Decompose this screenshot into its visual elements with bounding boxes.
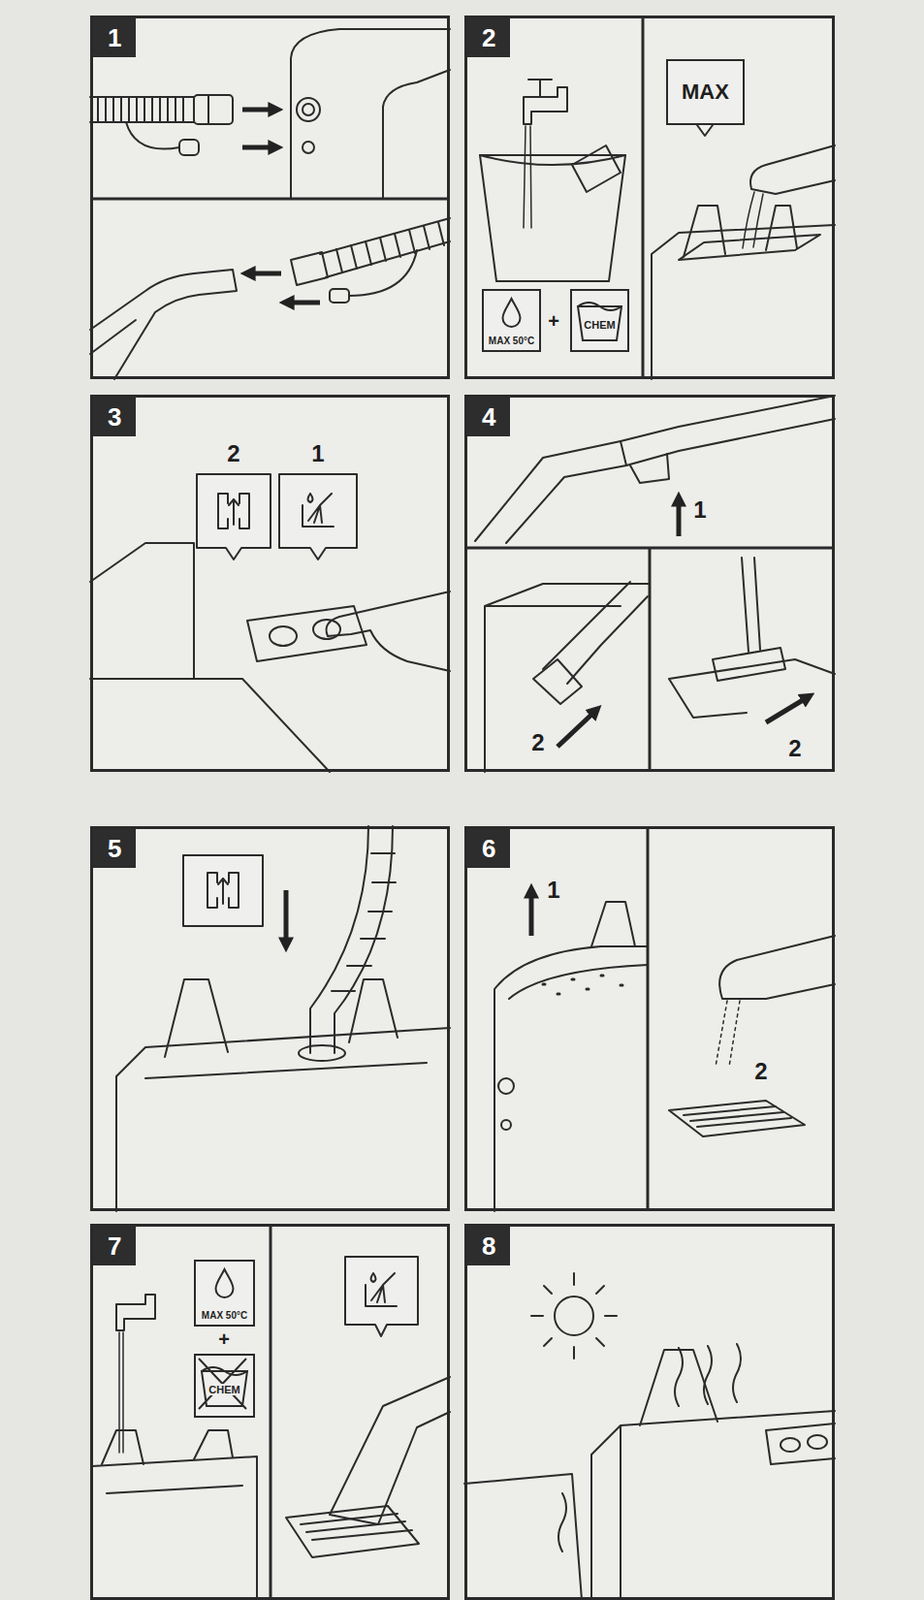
- step-number: 1: [93, 18, 136, 58]
- line-art: [90, 29, 835, 1600]
- symbol-text: MAX 50°C: [488, 335, 535, 347]
- callout-number: 1: [546, 877, 560, 903]
- callout-number: 1: [311, 441, 324, 467]
- water-temperature-symbol: MAX 50°C: [193, 1259, 255, 1327]
- step-panel: 5: [90, 826, 450, 1211]
- motion-arrow: [242, 109, 803, 939]
- callout-number: 2: [226, 441, 240, 467]
- detergent-symbol: CHEM: [570, 288, 630, 352]
- water-temperature-symbol: MAX 50°C: [481, 288, 542, 352]
- max-level-box: MAX: [666, 59, 745, 126]
- step-panel: 7MAX 50°C CHEM: [90, 1223, 450, 1600]
- symbol-text: CHEM: [207, 1383, 241, 1396]
- step-panel: 1: [90, 15, 450, 380]
- detergent-symbol: CHEM: [193, 1353, 255, 1418]
- plus-sign: +: [218, 1326, 230, 1352]
- step-number: 5: [93, 828, 136, 868]
- symbol-text: MAX 50°C: [201, 1309, 248, 1321]
- step-number: 3: [93, 397, 136, 437]
- panel-divider: [90, 15, 835, 1600]
- symbol-text: CHEM: [582, 318, 616, 331]
- callout-number: 2: [788, 735, 801, 762]
- step-number: 4: [467, 397, 510, 437]
- step-number: 2: [467, 18, 510, 58]
- callout-number: 2: [531, 730, 544, 756]
- step-panel: 6: [464, 826, 835, 1211]
- step-panel: 2MAX 50°C CHEM MAX: [464, 15, 835, 380]
- step-number: 7: [93, 1226, 136, 1266]
- symbol-text: MAX: [681, 79, 730, 105]
- step-panel: 8: [464, 1223, 835, 1600]
- step-number: 8: [467, 1226, 510, 1266]
- plus-sign: +: [547, 308, 560, 334]
- step-number: 6: [467, 828, 510, 868]
- step-panel: 3: [90, 394, 450, 772]
- panel-ground: [90, 15, 835, 1600]
- callout-number: 2: [754, 1058, 767, 1084]
- step-panel: 4: [464, 394, 835, 772]
- callout-number: 1: [693, 497, 706, 523]
